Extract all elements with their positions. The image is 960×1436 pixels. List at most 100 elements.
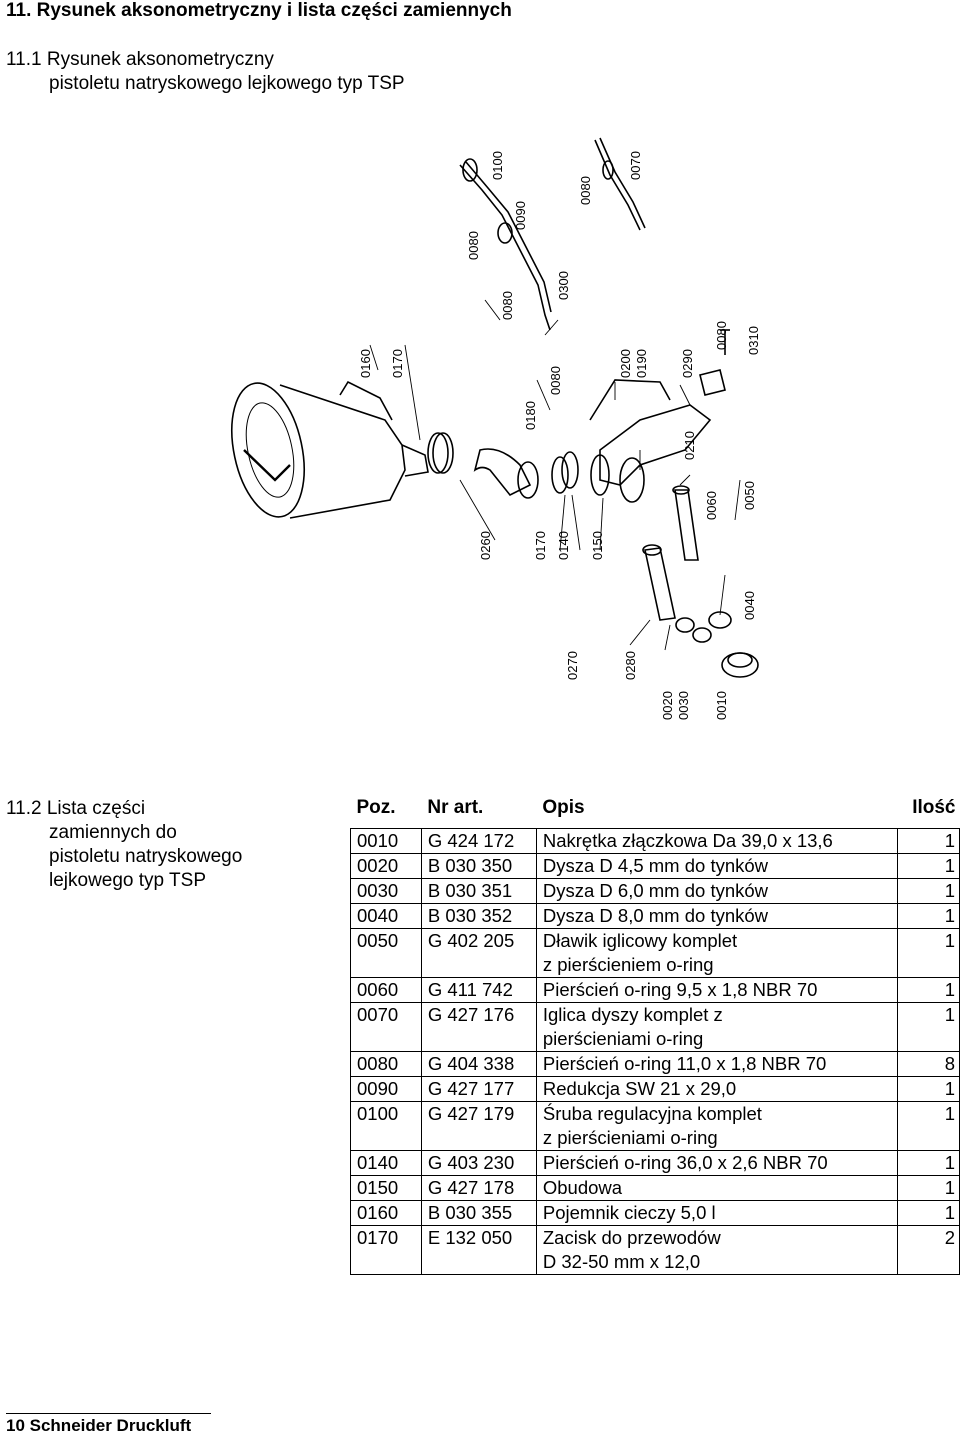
cell-art: G 427 178 — [420, 1175, 537, 1201]
label-0010: 0010 — [714, 691, 729, 720]
cell-pos: 0160 — [350, 1200, 422, 1226]
label-0040: 0040 — [742, 591, 757, 620]
header-desc: Opis — [542, 797, 585, 818]
desc-line2: pierścieniami o-ring — [542, 1028, 704, 1049]
label-0200: 0200 — [618, 349, 633, 378]
label-0170-b: 0170 — [533, 531, 548, 560]
table-header: Poz. Nr art. Opis Ilość — [351, 796, 960, 829]
axonometric-drawing: 0100 0070 0090 0080 0080 0300 0080 0310 … — [231, 137, 761, 720]
cell-art: G 403 230 — [420, 1150, 537, 1176]
cell-qty: 1 — [897, 1101, 960, 1151]
section-title: 11.2 Lista części zamiennych do pistolet… — [6, 797, 242, 893]
cell-pos: 0020 — [350, 853, 422, 879]
needle-assembly-drawing — [459, 137, 646, 331]
cell-art: E 132 050 — [420, 1225, 537, 1275]
cell-art: G 427 179 — [420, 1101, 537, 1151]
desc-line1: Pojemnik cieczy 5,0 l — [542, 1202, 716, 1223]
label-0280: 0280 — [623, 651, 638, 680]
cell-desc: Dysza D 6,0 mm do tynków — [535, 878, 899, 904]
hose-clamp-drawing — [427, 432, 454, 474]
cell-pos: 0040 — [350, 903, 422, 929]
cell-art: B 030 355 — [420, 1200, 537, 1226]
label-0140: 0140 — [556, 531, 571, 560]
cell-pos: 0100 — [350, 1101, 422, 1151]
header-pos: Poz. — [356, 797, 396, 818]
cell-desc: Redukcja SW 21 x 29,0 — [535, 1076, 899, 1102]
page-footer: 10 Schneider Druckluft — [6, 1416, 192, 1435]
cell-desc: Nakrętka złączkowa Da 39,0 x 13,6 — [535, 828, 899, 854]
desc-line1: Zacisk do przewodów — [542, 1227, 721, 1248]
label-0050: 0050 — [742, 481, 757, 510]
label-0180: 0180 — [523, 401, 538, 430]
cell-art: B 030 351 — [420, 878, 537, 904]
cell-art: G 402 205 — [420, 928, 537, 978]
desc-line1: Iglica dyszy komplet z — [542, 1004, 723, 1025]
desc-line1: Śruba regulacyjna komplet — [542, 1103, 762, 1124]
cell-qty: 1 — [897, 1200, 960, 1226]
label-0310: 0310 — [746, 326, 761, 355]
desc-line2: z pierścieniem o-ring — [542, 954, 714, 975]
label-0170-a: 0170 — [390, 349, 405, 378]
label-0070: 0070 — [628, 151, 643, 180]
desc-line1: Obudowa — [542, 1177, 623, 1198]
cell-art: G 427 177 — [420, 1076, 537, 1102]
label-0100: 0100 — [490, 151, 505, 180]
section-title-line3: pistoletu natryskowego — [49, 846, 243, 867]
desc-line1: Nakrętka złączkowa Da 39,0 x 13,6 — [542, 830, 833, 851]
label-0060: 0060 — [704, 491, 719, 520]
label-0190: 0190 — [634, 349, 649, 378]
desc-line1: Pierścień o-ring 11,0 x 1,8 NBR 70 — [542, 1053, 827, 1074]
cell-art: G 404 338 — [420, 1051, 537, 1077]
gun-body-drawing — [589, 379, 712, 503]
cell-desc: Dysza D 4,5 mm do tynków — [535, 853, 899, 879]
section-title-line1: 11.2 Lista części — [6, 798, 146, 819]
cell-desc: Śruba regulacyjna komplet z pierścieniami… — [535, 1101, 899, 1151]
cell-pos: 0050 — [350, 928, 422, 978]
cell-desc: Pierścień o-ring 9,5 x 1,8 NBR 70 — [535, 977, 899, 1003]
cell-pos: 0060 — [350, 977, 422, 1003]
leader-lines — [369, 299, 741, 651]
section-title-line4: lejkowego typ TSP — [49, 870, 207, 891]
cell-pos: 0170 — [350, 1225, 422, 1275]
label-0080-b: 0080 — [500, 291, 515, 320]
cell-qty: 1 — [897, 1002, 960, 1052]
cell-qty: 1 — [897, 928, 960, 978]
nozzle-parts-drawing — [642, 485, 759, 678]
label-0030: 0030 — [676, 691, 691, 720]
cell-qty: 1 — [897, 1076, 960, 1102]
cell-qty: 2 — [897, 1225, 960, 1275]
label-0080-d: 0080 — [548, 366, 563, 395]
cell-qty: 1 — [897, 977, 960, 1003]
cell-desc: Obudowa — [535, 1175, 899, 1201]
cell-pos: 0080 — [350, 1051, 422, 1077]
desc-line2: z pierścieniami o-ring — [542, 1127, 718, 1148]
page-heading: 11. Rysunek aksonometryczny i lista częś… — [6, 0, 512, 21]
cell-art: B 030 352 — [420, 903, 537, 929]
cell-qty: 1 — [897, 1150, 960, 1176]
elbow-drawing — [473, 448, 539, 499]
label-0150: 0150 — [590, 531, 605, 560]
label-0300: 0300 — [556, 271, 571, 300]
desc-line1: Redukcja SW 21 x 29,0 — [542, 1078, 737, 1099]
label-0080-a: 0080 — [466, 231, 481, 260]
label-0090: 0090 — [513, 201, 528, 230]
valve-drawing — [699, 329, 730, 396]
desc-line1: Pierścień o-ring 36,0 x 2,6 NBR 70 — [542, 1152, 828, 1173]
cell-art: G 424 172 — [420, 828, 537, 854]
cell-desc: Pierścień o-ring 36,0 x 2,6 NBR 70 — [535, 1150, 899, 1176]
cell-qty: 1 — [897, 1175, 960, 1201]
subheading: 11.1 Rysunek aksonometryczny pistoletu n… — [6, 48, 405, 96]
